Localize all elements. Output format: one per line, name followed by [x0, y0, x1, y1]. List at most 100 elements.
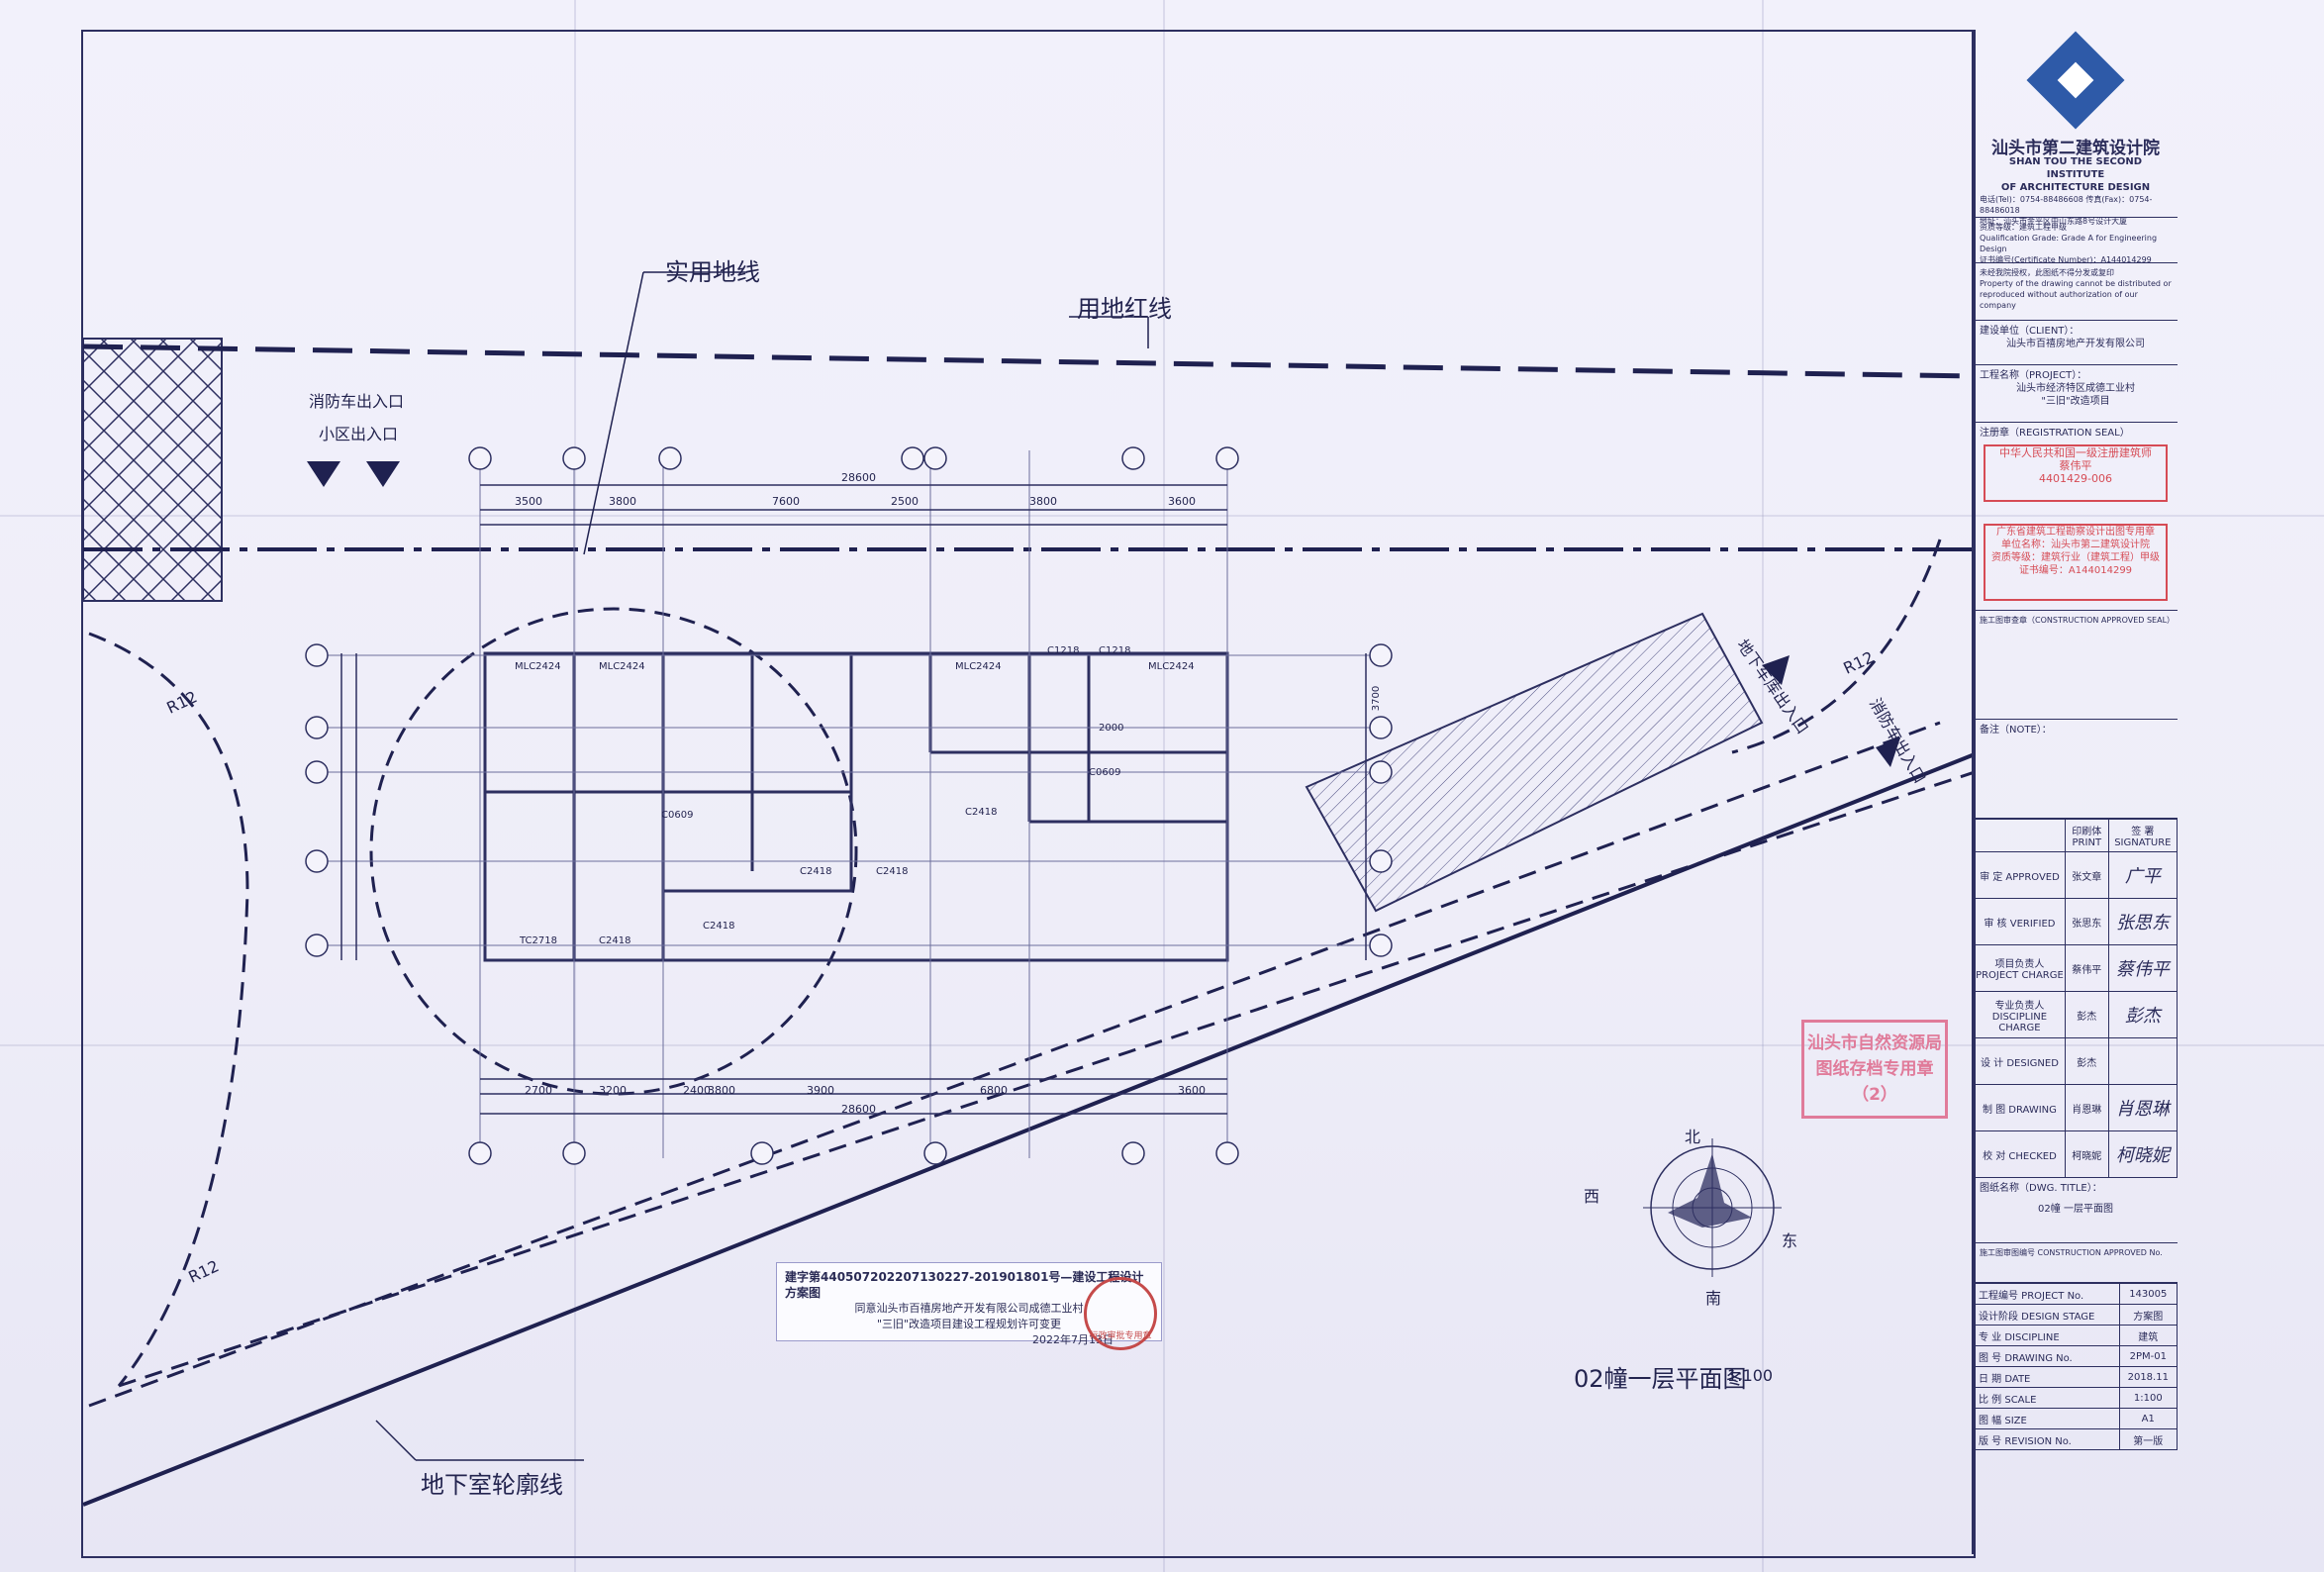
sig-signature: 张思东 — [2107, 898, 2179, 945]
red-land-line — [82, 344, 1972, 379]
meta-key: 工程编号 PROJECT No. — [1974, 1283, 2120, 1305]
room-label: MLC2424 — [599, 661, 645, 672]
meta-key: 图 幅 SIZE — [1974, 1408, 2120, 1429]
room-label: MLC2424 — [515, 661, 561, 672]
sig-role: 设 计 DESIGNED — [1974, 1037, 2066, 1085]
sig-name: 肖恩琳 — [2064, 1084, 2109, 1131]
archive-stamp-line1: 汕头市自然资源局 — [1807, 1033, 1942, 1053]
dim-bot-4: 3800 — [708, 1084, 735, 1097]
grid-lines — [327, 450, 1391, 1158]
cert-text: 证书编号(Certificate Number)：A144014299 — [1980, 255, 2152, 264]
grade-text: 资质等级：建筑工程甲级 — [1980, 223, 2067, 232]
registration-seal: 中华人民共和国一级注册建筑师 蔡伟平 4401429-006 — [1984, 444, 2168, 502]
meta-key: 设计阶段 DESIGN STAGE — [1974, 1304, 2120, 1326]
drawing-frame — [81, 30, 1976, 1558]
dim-bot-6: 6800 — [980, 1084, 1008, 1097]
institute-header: 汕头市第二建筑设计院 SHAN TOU THE SECOND INSTITUTE… — [1974, 30, 2178, 226]
design-seal-l4: 证书编号：A144014299 — [2018, 565, 2133, 576]
room-label: C0609 — [1089, 767, 1121, 778]
dimension-lines — [340, 484, 1367, 1115]
warning: 未经我院授权，此图纸不得分发或复印 Property of the drawin… — [1974, 263, 2178, 321]
sig-role: 项目负责人 PROJECT CHARGE — [1974, 944, 2066, 992]
reg-seal-l1: 中华人民共和国一级注册建筑师 — [1999, 446, 2152, 459]
meta-value: 方案图 — [2118, 1304, 2179, 1326]
institute-logo-icon — [2026, 31, 2125, 130]
sig-head-print: 印刷体 PRINT — [2064, 819, 2109, 852]
meta-value: 143005 — [2118, 1283, 2179, 1305]
dim-top-total: 28600 — [841, 471, 876, 484]
archive-stamp: 汕头市自然资源局 图纸存档专用章 （2） — [1801, 1020, 1948, 1119]
institute-name-cn: 汕头市第二建筑设计院 — [1991, 139, 2160, 158]
community-entrance-label: 小区出入口 — [319, 425, 399, 443]
building-walls — [483, 651, 1229, 962]
project-row: 工程名称（PROJECT）： 汕头市经济特区成德工业村 "三旧"改造项目 — [1974, 365, 2178, 423]
dim-bot-7: 3600 — [1178, 1084, 1206, 1097]
room-label: 2000 — [1099, 723, 1124, 734]
dim-top-2: 3800 — [609, 495, 636, 508]
dim-top-1: 3500 — [515, 495, 542, 508]
meta-value: 2018.11 — [2118, 1366, 2179, 1388]
design-seal: 广东省建筑工程勘察设计出图专用章 单位名称：汕头市第二建筑设计院 资质等级：建筑… — [1984, 524, 2168, 601]
meta-value: 第一版 — [2118, 1428, 2179, 1450]
sig-name: 蔡伟平 — [2064, 944, 2109, 992]
design-seal-l1: 广东省建筑工程勘察设计出图专用章 — [1996, 527, 2155, 538]
sig-name: 柯晓妮 — [2064, 1130, 2109, 1178]
dim-bot-3: 2400 — [683, 1084, 711, 1097]
dim-top-5: 3800 — [1029, 495, 1057, 508]
red-line-label: 用地红线 — [1077, 295, 1172, 323]
dwg-title-label: 图纸名称（DWG. TITLE）： — [1980, 1183, 2102, 1194]
drawing-title: 02幢一层平面图 — [1574, 1365, 1747, 1393]
construct-no-row: 施工图审图编号 CONSTRUCTION APPROVED No. — [1974, 1243, 2178, 1283]
archive-stamp-line3: （2） — [1852, 1085, 1897, 1105]
meta-value: A1 — [2118, 1408, 2179, 1429]
approval-line1: 建字第440507202207130227-2019018​01号—建设工程设计… — [785, 1270, 1144, 1300]
meta-key: 版 号 REVISION No. — [1974, 1428, 2120, 1450]
turning-circle — [369, 607, 858, 1096]
actual-line-label: 实用地线 — [665, 258, 760, 286]
room-label: MLC2424 — [955, 661, 1002, 672]
reg-seal-l2: 蔡伟平 — [2059, 459, 2092, 472]
room-label: C2418 — [876, 866, 909, 877]
sig-signature: 彭杰 — [2107, 991, 2179, 1038]
dim-bot-total: 28600 — [841, 1103, 876, 1116]
dim-top-3: 7600 — [772, 495, 800, 508]
sig-role: 审 定 APPROVED — [1974, 851, 2066, 899]
administrative-seal: 行政审批专用章 — [1084, 1277, 1157, 1350]
site-plan — [82, 271, 1972, 1507]
basement-outline-label: 地下室轮廓线 — [421, 1471, 563, 1499]
institute-contact: 电话(Tel)：0754-88486608 传真(Fax)：0754-88486… — [1980, 195, 2153, 215]
compass-west: 西 — [1584, 1187, 1600, 1206]
dim-bot-1: 2700 — [525, 1084, 552, 1097]
dim-top-6: 3600 — [1168, 495, 1196, 508]
warning-text: 未经我院授权，此图纸不得分发或复印 — [1980, 268, 2114, 277]
room-label: C1218 — [1047, 645, 1080, 656]
room-label: C2418 — [965, 807, 998, 818]
project-label: 工程名称（PROJECT）： — [1980, 370, 2087, 381]
sig-name: 张思东 — [2064, 898, 2109, 945]
room-label: C1218 — [1099, 645, 1131, 656]
sig-name: 张文章 — [2064, 851, 2109, 899]
title-block: 汕头市第二建筑设计院 SHAN TOU THE SECOND INSTITUTE… — [1972, 30, 2179, 1554]
room-label: MLC2424 — [1148, 661, 1195, 672]
fire-entrance-label: 消防车出入口 — [309, 392, 405, 411]
compass-south: 南 — [1705, 1289, 1722, 1308]
meta-table: 工程编号 PROJECT No.143005 设计阶段 DESIGN STAGE… — [1974, 1283, 2179, 1450]
compass-rose — [1643, 1138, 1782, 1277]
reg-seal-l3: 4401429-006 — [2039, 472, 2112, 485]
meta-value: 2PM-01 — [2118, 1345, 2179, 1367]
approved-seal-row: 施工图审查章（CONSTRUCTION APPROVED SEAL） — [1974, 611, 2178, 720]
project-name-2: "三旧"改造项目 — [2041, 396, 2110, 407]
meta-key: 专 业 DISCIPLINE — [1974, 1325, 2120, 1346]
sig-signature: 肖恩琳 — [2107, 1084, 2179, 1131]
sig-signature: 柯晓妮 — [2107, 1130, 2179, 1178]
axis-bubbles — [305, 446, 1393, 1165]
approval-line2: 同意汕头市百禧房地产开发有限公司成德工业村 — [854, 1302, 1084, 1315]
compass-north: 北 — [1685, 1128, 1701, 1146]
meta-value: 建筑 — [2118, 1325, 2179, 1346]
sig-signature: 蔡伟平 — [2107, 944, 2179, 992]
compass-east: 东 — [1782, 1231, 1798, 1250]
dwg-title-value: 02幢 一层平面图 — [2038, 1204, 2113, 1215]
warning-en-text: Property of the drawing cannot be distri… — [1980, 279, 2172, 310]
